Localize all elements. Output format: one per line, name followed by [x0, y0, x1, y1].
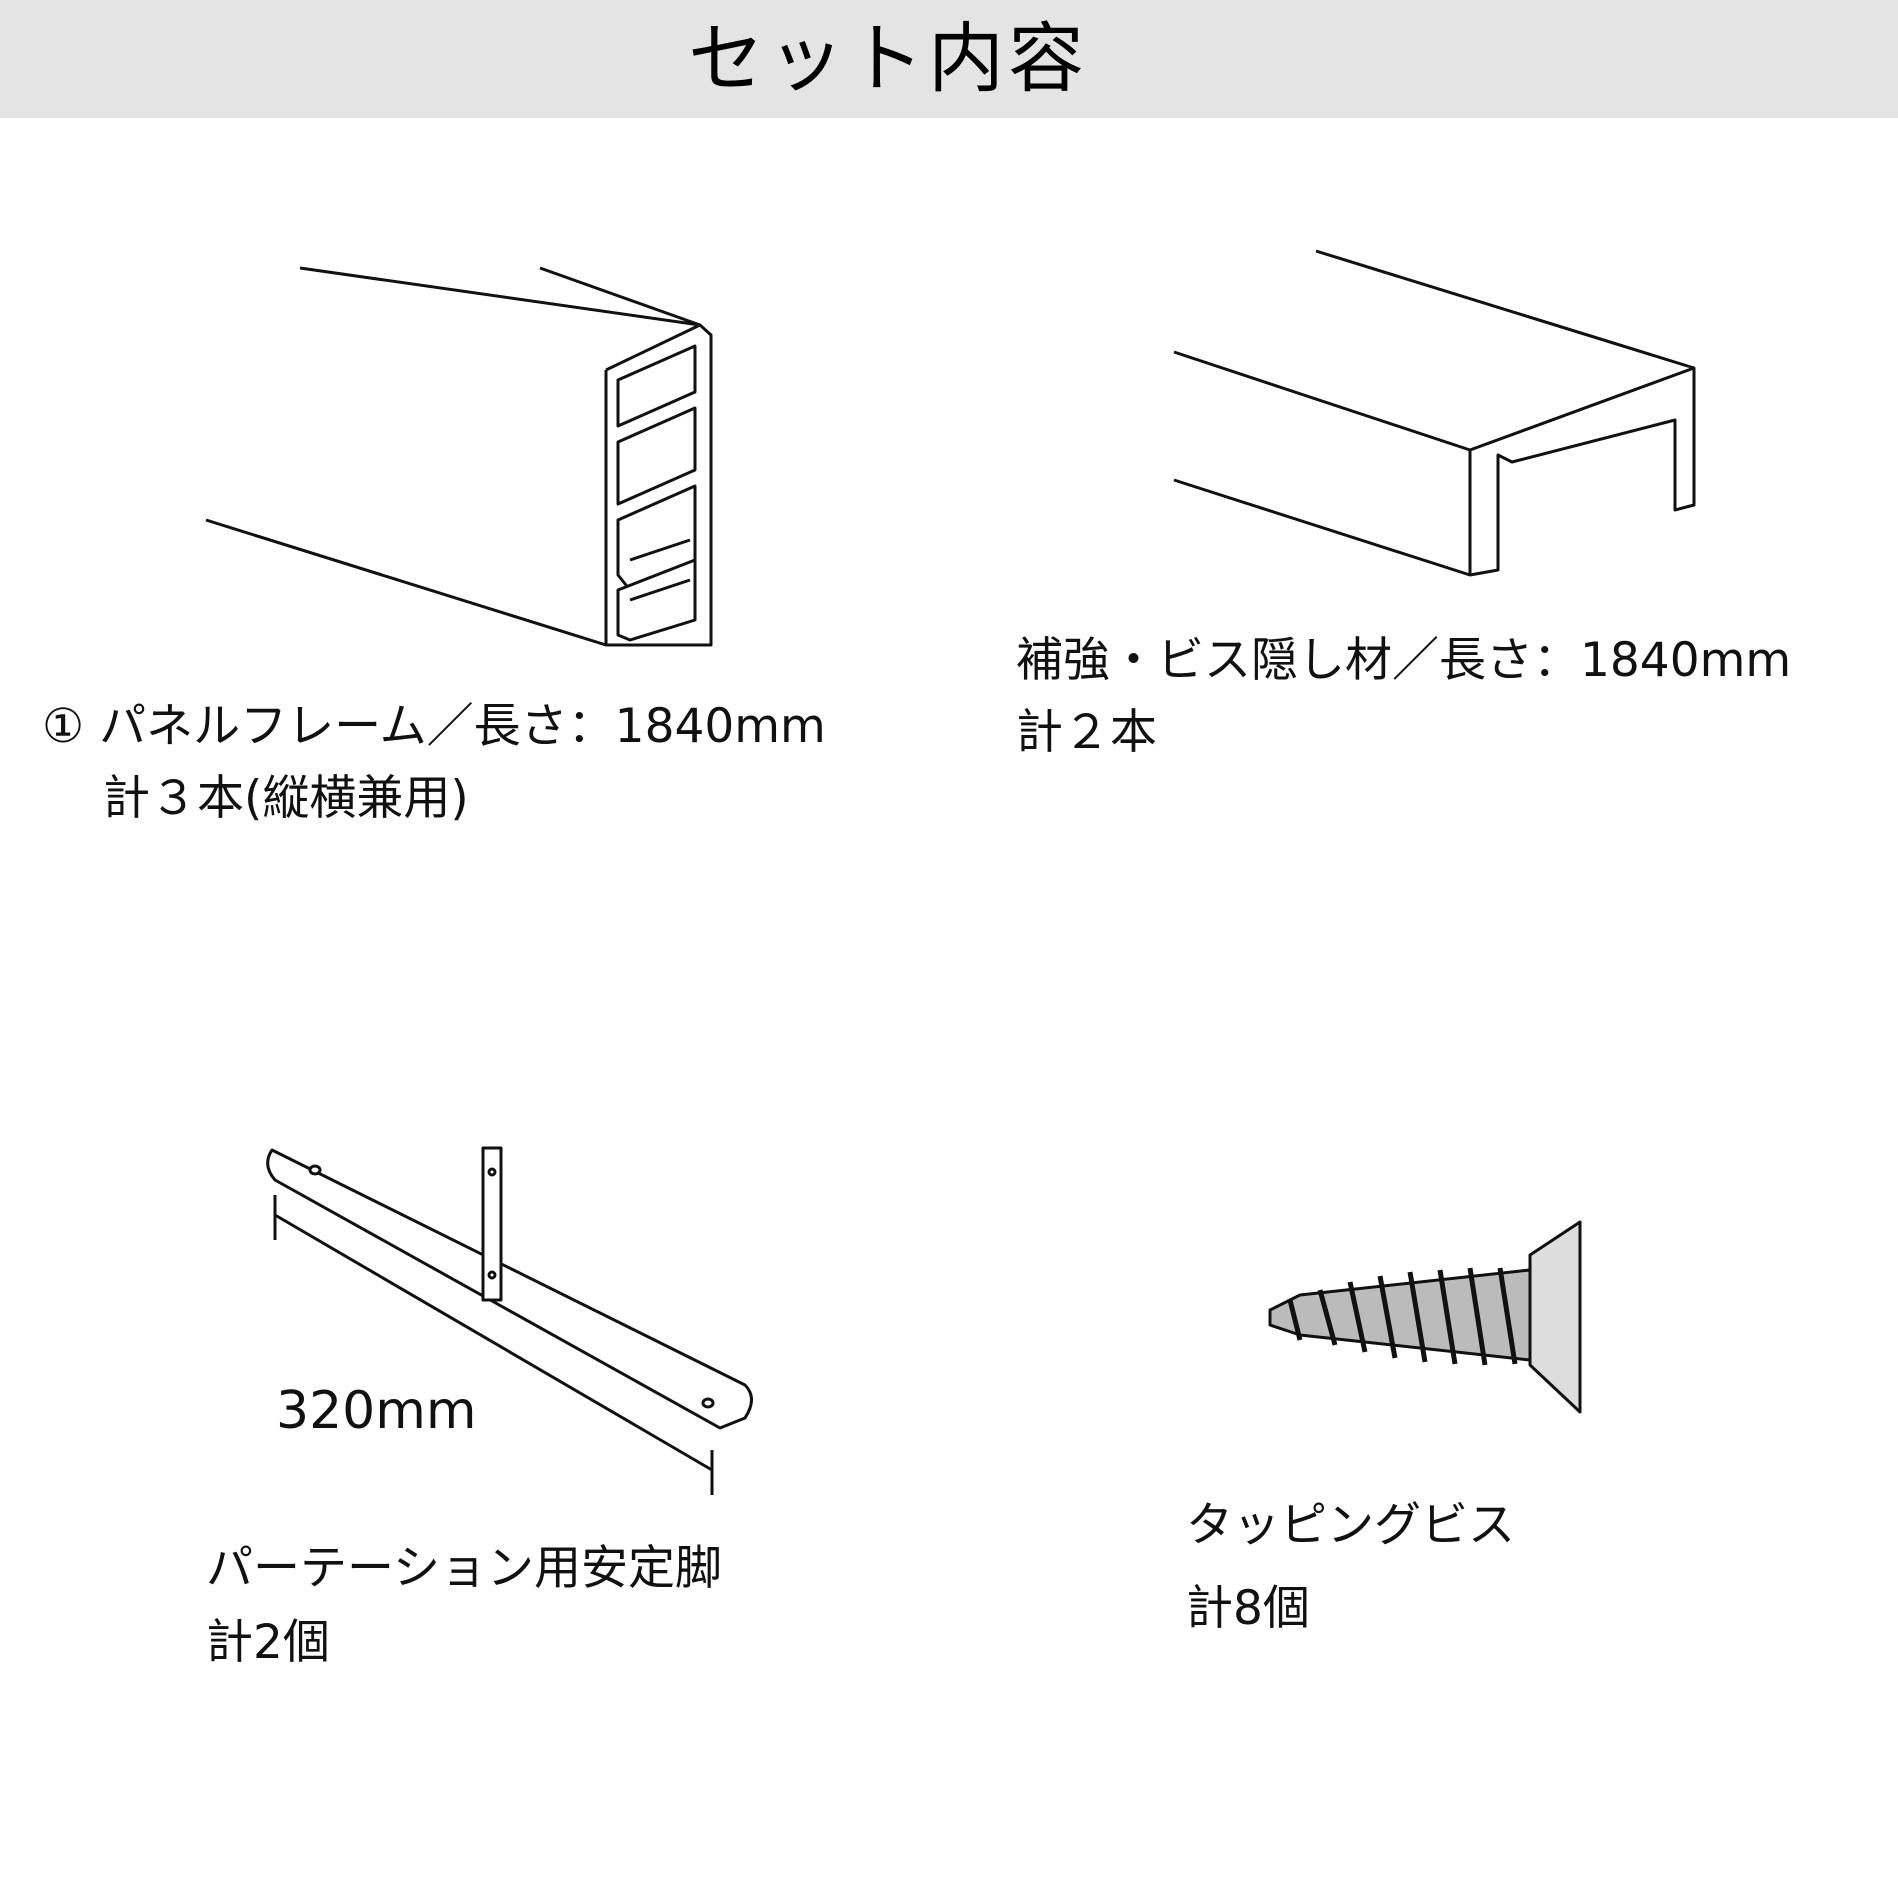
stabilizer-foot-label: パーテーション用安定脚 — [206, 1541, 723, 1596]
panel-frame-label: ① パネルフレーム／長さ：1840mm — [42, 699, 826, 754]
panel-frame-illustration — [205, 266, 713, 647]
header-bar: セット内容 — [0, 0, 1898, 118]
tapping-screw-label: タッピングビス — [1186, 1498, 1515, 1553]
stabilizer-foot-illustration — [266, 1146, 753, 1495]
reinforcement-bar-label: 補強・ビス隠し材／長さ：1840mm — [1016, 633, 1792, 688]
tapping-screw-quantity: 計8個 — [1186, 1581, 1310, 1636]
tapping-screw-illustration — [1268, 1220, 1582, 1414]
stabilizer-foot-quantity: 計2個 — [206, 1615, 330, 1670]
page-title: セット内容 — [688, 14, 1088, 103]
reinforcement-bar-quantity: 計２本 — [1016, 705, 1157, 760]
stabilizer-foot-dimension: 320mm — [276, 1381, 477, 1441]
panel-frame-quantity: 計３本(縦横兼用) — [103, 771, 469, 826]
reinforcement-bar-illustration — [1173, 249, 1696, 577]
